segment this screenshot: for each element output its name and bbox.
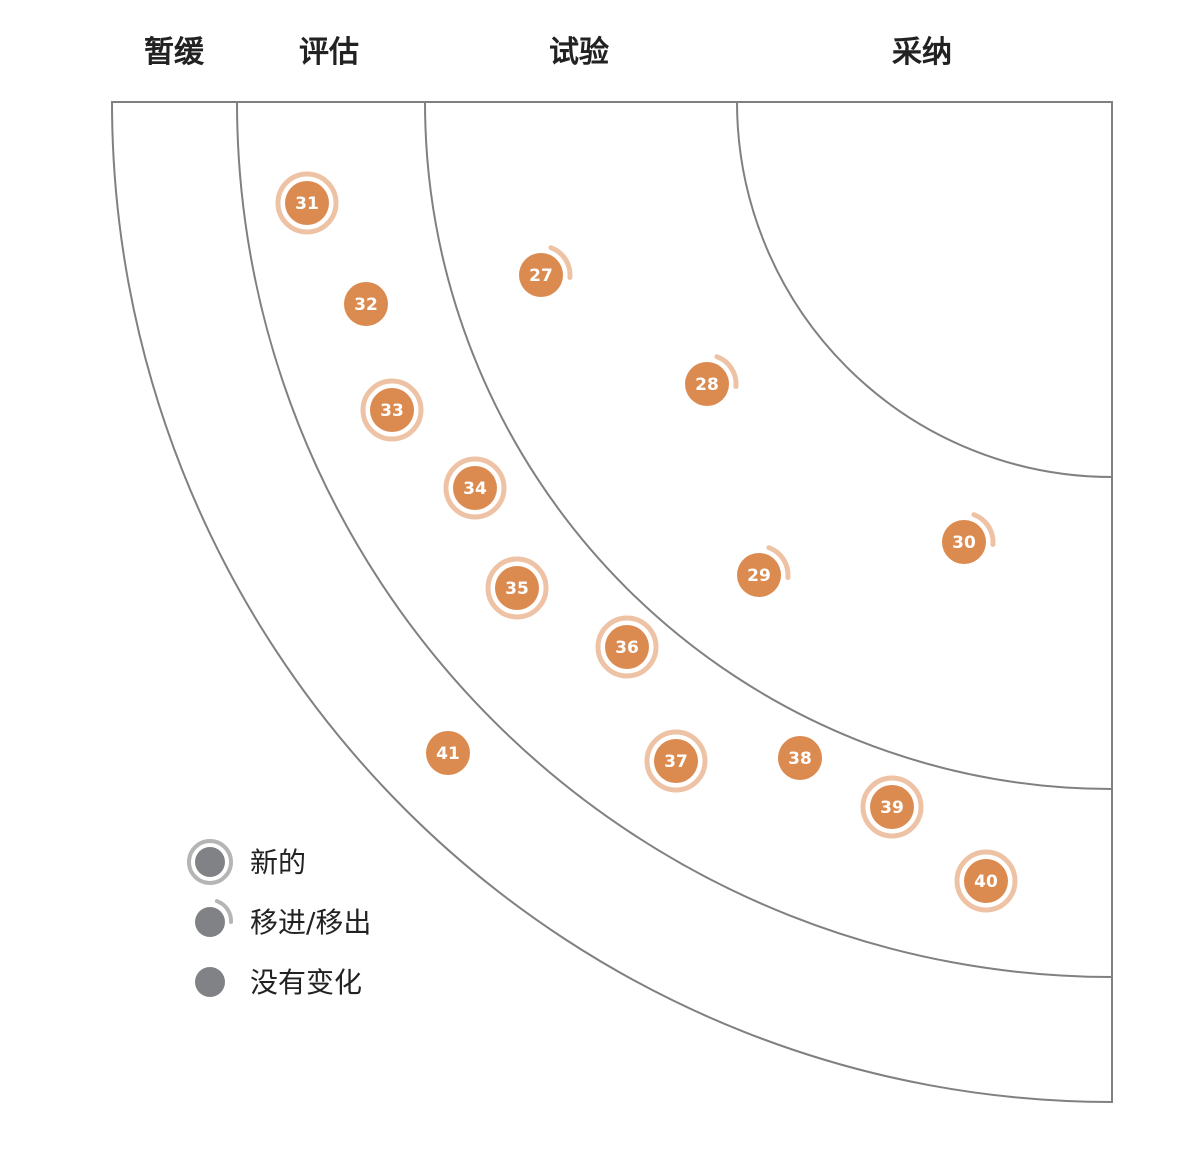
legend-moved: 移进/移出 [195, 899, 371, 939]
blip-new-halo [595, 615, 659, 679]
blip-label: 32 [354, 295, 378, 315]
legend-unchanged-label: 没有变化 [250, 966, 362, 999]
blip-dot [495, 566, 539, 610]
ring-title-adopt: 采纳 [892, 35, 952, 70]
legend-moved-arc-icon [214, 899, 234, 924]
blips-layer: 27 28 29 30 31 32 33 34 35 36 37 38 39 40 41 [275, 171, 1018, 913]
legend-moved-label: 移进/移出 [250, 906, 371, 939]
blip-dot [685, 362, 729, 406]
blip-moved-arc [766, 545, 791, 580]
blip-label: 37 [664, 752, 688, 772]
radar-rings [110, 101, 1113, 1104]
blip-moved-arc [714, 354, 739, 389]
ring-boundary-outer [110, 101, 1113, 1104]
blip-35[interactable]: 35 [485, 556, 549, 620]
blip-moved-arc [971, 512, 996, 547]
blip-30[interactable]: 30 [942, 512, 996, 564]
blip-dot [654, 739, 698, 783]
legend-moved-dot-icon [195, 907, 225, 937]
blip-label: 39 [880, 798, 904, 818]
blip-dot [605, 625, 649, 669]
blip-dot [344, 282, 388, 326]
blip-label: 34 [463, 479, 487, 499]
blip-new-halo [860, 775, 924, 839]
blip-label: 31 [295, 194, 319, 214]
blip-39[interactable]: 39 [860, 775, 924, 839]
blip-new-halo [443, 456, 507, 520]
legend: 新的 移进/移出 没有变化 [187, 839, 371, 999]
blip-36[interactable]: 36 [595, 615, 659, 679]
ring-boundary-hold-assess [236, 101, 1113, 978]
ring-title-assess: 评估 [299, 35, 359, 70]
blip-label: 30 [952, 533, 976, 553]
blip-dot [370, 388, 414, 432]
blip-dot [453, 466, 497, 510]
blip-29[interactable]: 29 [737, 545, 791, 597]
blip-label: 27 [529, 266, 553, 286]
blip-dot [942, 520, 986, 564]
blip-new-halo [644, 729, 708, 793]
blip-label: 33 [380, 401, 404, 421]
blip-dot [519, 253, 563, 297]
blip-32[interactable]: 32 [344, 282, 388, 326]
blip-27[interactable]: 27 [519, 245, 573, 297]
blip-40[interactable]: 40 [954, 849, 1018, 913]
blip-28[interactable]: 28 [685, 354, 739, 406]
blip-34[interactable]: 34 [443, 456, 507, 520]
blip-dot [964, 859, 1008, 903]
blip-new-halo [360, 378, 424, 442]
blip-label: 35 [505, 579, 529, 599]
blip-dot [426, 731, 470, 775]
blip-label: 28 [695, 375, 719, 395]
blip-new-halo [275, 171, 339, 235]
blip-37[interactable]: 37 [644, 729, 708, 793]
ring-boundary-assess-trial [424, 101, 1113, 790]
ring-boundary-trial-adopt [736, 101, 1113, 478]
blip-dot [285, 181, 329, 225]
blip-label: 40 [974, 872, 998, 892]
blip-dot [778, 736, 822, 780]
blip-moved-arc [548, 245, 573, 280]
ring-title-hold: 暂缓 [144, 35, 205, 70]
ring-title-trial: 试验 [549, 35, 609, 70]
legend-unchanged-dot-icon [195, 967, 225, 997]
blip-38[interactable]: 38 [778, 736, 822, 780]
blip-dot [737, 553, 781, 597]
legend-new-dot-icon [195, 847, 225, 877]
blip-dot [870, 785, 914, 829]
legend-new: 新的 [187, 839, 306, 885]
blip-33[interactable]: 33 [360, 378, 424, 442]
legend-new-halo-icon [187, 839, 233, 885]
blip-new-halo [954, 849, 1018, 913]
legend-new-label: 新的 [250, 846, 306, 879]
blip-new-halo [485, 556, 549, 620]
blip-label: 29 [747, 566, 771, 586]
blip-label: 41 [436, 744, 460, 764]
blip-label: 36 [615, 638, 639, 658]
blip-41[interactable]: 41 [426, 731, 470, 775]
blip-label: 38 [788, 749, 812, 769]
blip-31[interactable]: 31 [275, 171, 339, 235]
legend-unchanged: 没有变化 [195, 966, 362, 999]
